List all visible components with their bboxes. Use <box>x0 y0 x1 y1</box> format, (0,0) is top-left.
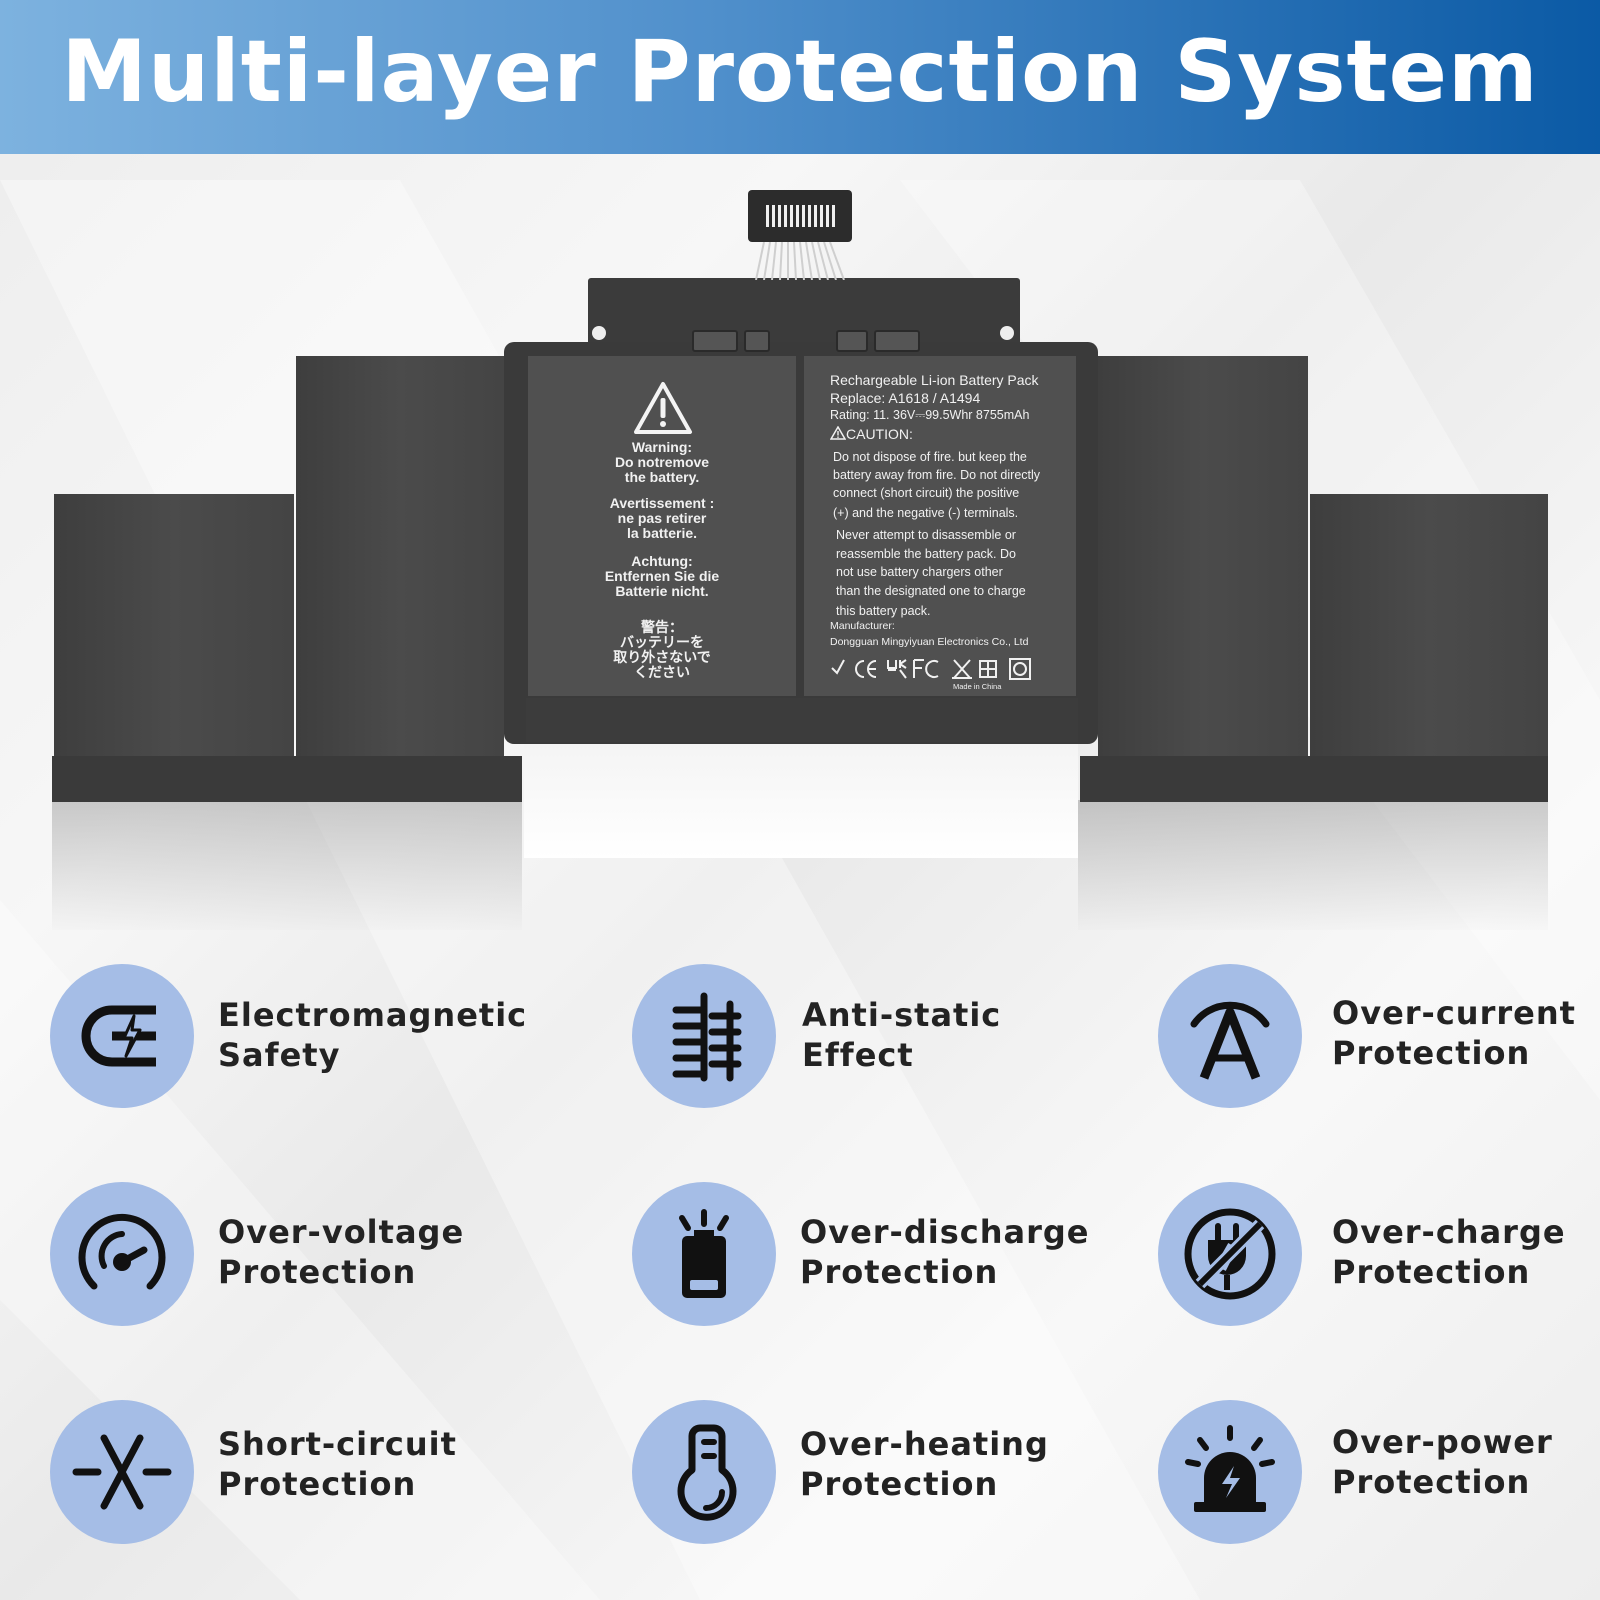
feature-icon-circle <box>1158 1182 1302 1326</box>
warning-text-de: Achtung: Entfernen Sie die Batterie nich… <box>604 553 720 599</box>
feature-icon-circle <box>1158 1400 1302 1544</box>
battery-reflection <box>52 800 522 930</box>
battery-connector <box>748 190 852 242</box>
spec-line: than the designated one to charge <box>836 584 1026 598</box>
spec-replace: Replace: A1618 / A1494 <box>830 390 981 406</box>
spec-line: not use battery chargers other <box>836 565 1003 579</box>
gauge-icon <box>78 1213 166 1290</box>
battery-cell-inner-left <box>296 356 504 756</box>
feature-icon-circle <box>1158 964 1302 1108</box>
low-battery-icon <box>679 1209 729 1298</box>
spec-line: reassemble the battery pack. Do <box>836 547 1016 561</box>
battery-clip <box>874 330 920 352</box>
battery-label-bottom <box>526 698 1078 742</box>
feature-icon-circle <box>50 964 194 1108</box>
made-in-text: Made in China <box>953 682 1002 691</box>
battery-cell-outer-left <box>54 494 294 756</box>
spec-label <box>804 356 1076 696</box>
caution-icon <box>829 425 847 440</box>
spec-line: Do not dispose of fire. but keep the <box>833 450 1027 464</box>
battery-cell-inner-right <box>1098 356 1308 756</box>
warning-text-en: Warning: Do notremove the battery. <box>614 439 710 485</box>
spec-line: (+) and the negative (-) terminals. <box>833 506 1019 520</box>
spec-rating: Rating: 11. 36V⎓99.5Whr 8755mAh <box>830 408 1030 422</box>
ribbon-cable <box>755 242 845 280</box>
header-banner: Multi-layer Protection System <box>0 0 1600 154</box>
feature-icon-circle <box>50 1182 194 1326</box>
certification-marks-icon <box>831 658 1031 680</box>
battery-slot <box>524 742 1078 858</box>
anti-static-icon <box>672 992 742 1082</box>
battery-clip <box>744 330 770 352</box>
battery-cell-outer-right <box>1310 494 1548 756</box>
battery-reflection <box>1078 800 1548 930</box>
spec-manufacturer-label: Manufacturer: <box>830 620 895 632</box>
feature-icon-circle <box>632 964 776 1108</box>
spec-caution: CAUTION: <box>829 425 913 442</box>
warning-text-ja: 警告： バッテリーを 取り外さないで ください <box>613 619 711 680</box>
battery-base-right <box>1080 756 1548 802</box>
spec-line: this battery pack. <box>836 604 931 618</box>
battery-clip <box>692 330 738 352</box>
spec-manufacturer: Dongguan Mingyiyuan Electronics Co., Ltd <box>830 636 1029 648</box>
battery-clip <box>836 330 868 352</box>
warning-icon <box>634 382 692 434</box>
spec-line: connect (short circuit) the positive <box>833 486 1020 500</box>
alarm-icon <box>1185 1425 1275 1512</box>
short-circuit-icon <box>72 1434 172 1510</box>
no-plug-icon <box>1184 1208 1276 1300</box>
electromagnetic-icon <box>81 1005 156 1067</box>
battery-base-left <box>52 756 522 802</box>
thermometer-icon <box>677 1424 737 1521</box>
warning-text-fr: Avertissement : ne pas retirer la batter… <box>609 495 715 541</box>
page-title: Multi-layer Protection System <box>61 22 1539 122</box>
feature-icon-circle <box>632 1400 776 1544</box>
feature-icon-circle <box>50 1400 194 1544</box>
battery-top-plate <box>588 278 1020 348</box>
over-current-icon <box>1190 1001 1270 1080</box>
spec-line: Never attempt to disassemble or <box>836 528 1016 542</box>
spec-line: battery away from fire. Do not directly <box>833 468 1041 482</box>
spec-title: Rechargeable Li-ion Battery Pack <box>830 372 1039 388</box>
feature-icon-circle <box>632 1182 776 1326</box>
